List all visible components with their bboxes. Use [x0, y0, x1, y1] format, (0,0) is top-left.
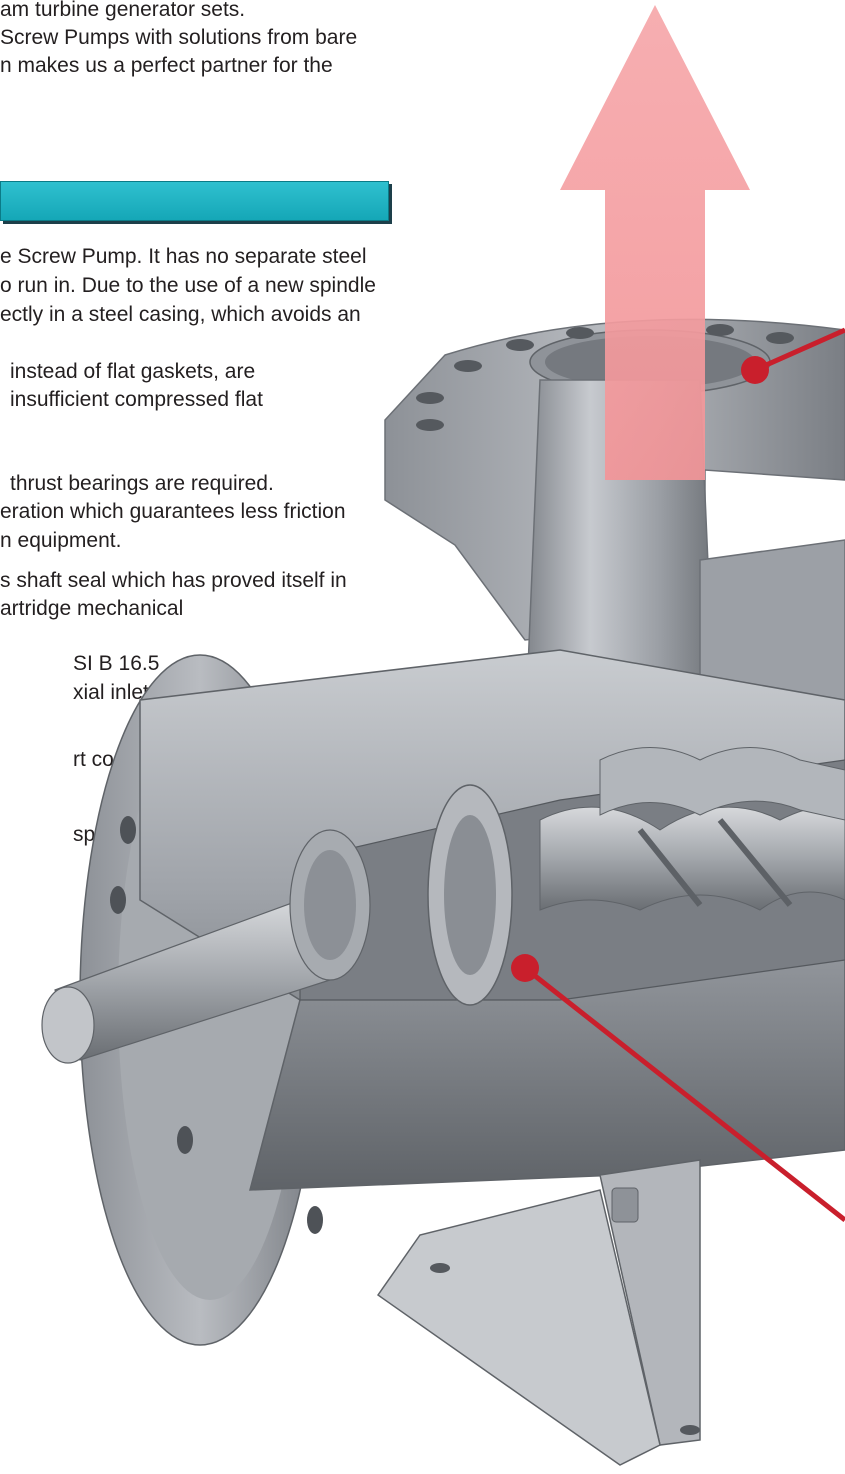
screw-spindles — [539, 747, 845, 911]
intro-line-2: Screw Pumps with solutions from bare — [0, 26, 358, 49]
callout-lines — [511, 327, 845, 1222]
body-line: n equipment. — [0, 529, 122, 552]
pump-foot — [376, 1159, 701, 1466]
body-line: ectly in a steel casing, which avoids an — [0, 303, 361, 326]
body-line: thrust bearings are required. — [10, 472, 274, 495]
section-heading-bar — [0, 181, 389, 221]
body-line: e Screw Pump. It has no separate steel — [0, 245, 367, 268]
body-line: s shaft seal which has proved itself in — [0, 569, 347, 592]
body-line: insufficient compressed flat — [10, 388, 263, 411]
body-line: xial inlet — [73, 681, 149, 704]
intro-line-3: n makes us a perfect partner for the — [0, 54, 333, 77]
intro-line-1: am turbine generator sets. — [0, 0, 246, 21]
body-line: instead of flat gaskets, are — [10, 360, 256, 383]
body-line: eration which guarantees less friction — [0, 500, 346, 523]
flow-direction-arrow — [560, 5, 750, 480]
body-line: artridge mechanical — [0, 597, 184, 620]
body-line: o run in. Due to the use of a new spindl… — [0, 274, 376, 297]
body-line: SI B 16.5 — [73, 652, 160, 675]
drive-shaft — [41, 829, 371, 1064]
bearing-ring — [427, 784, 513, 1006]
